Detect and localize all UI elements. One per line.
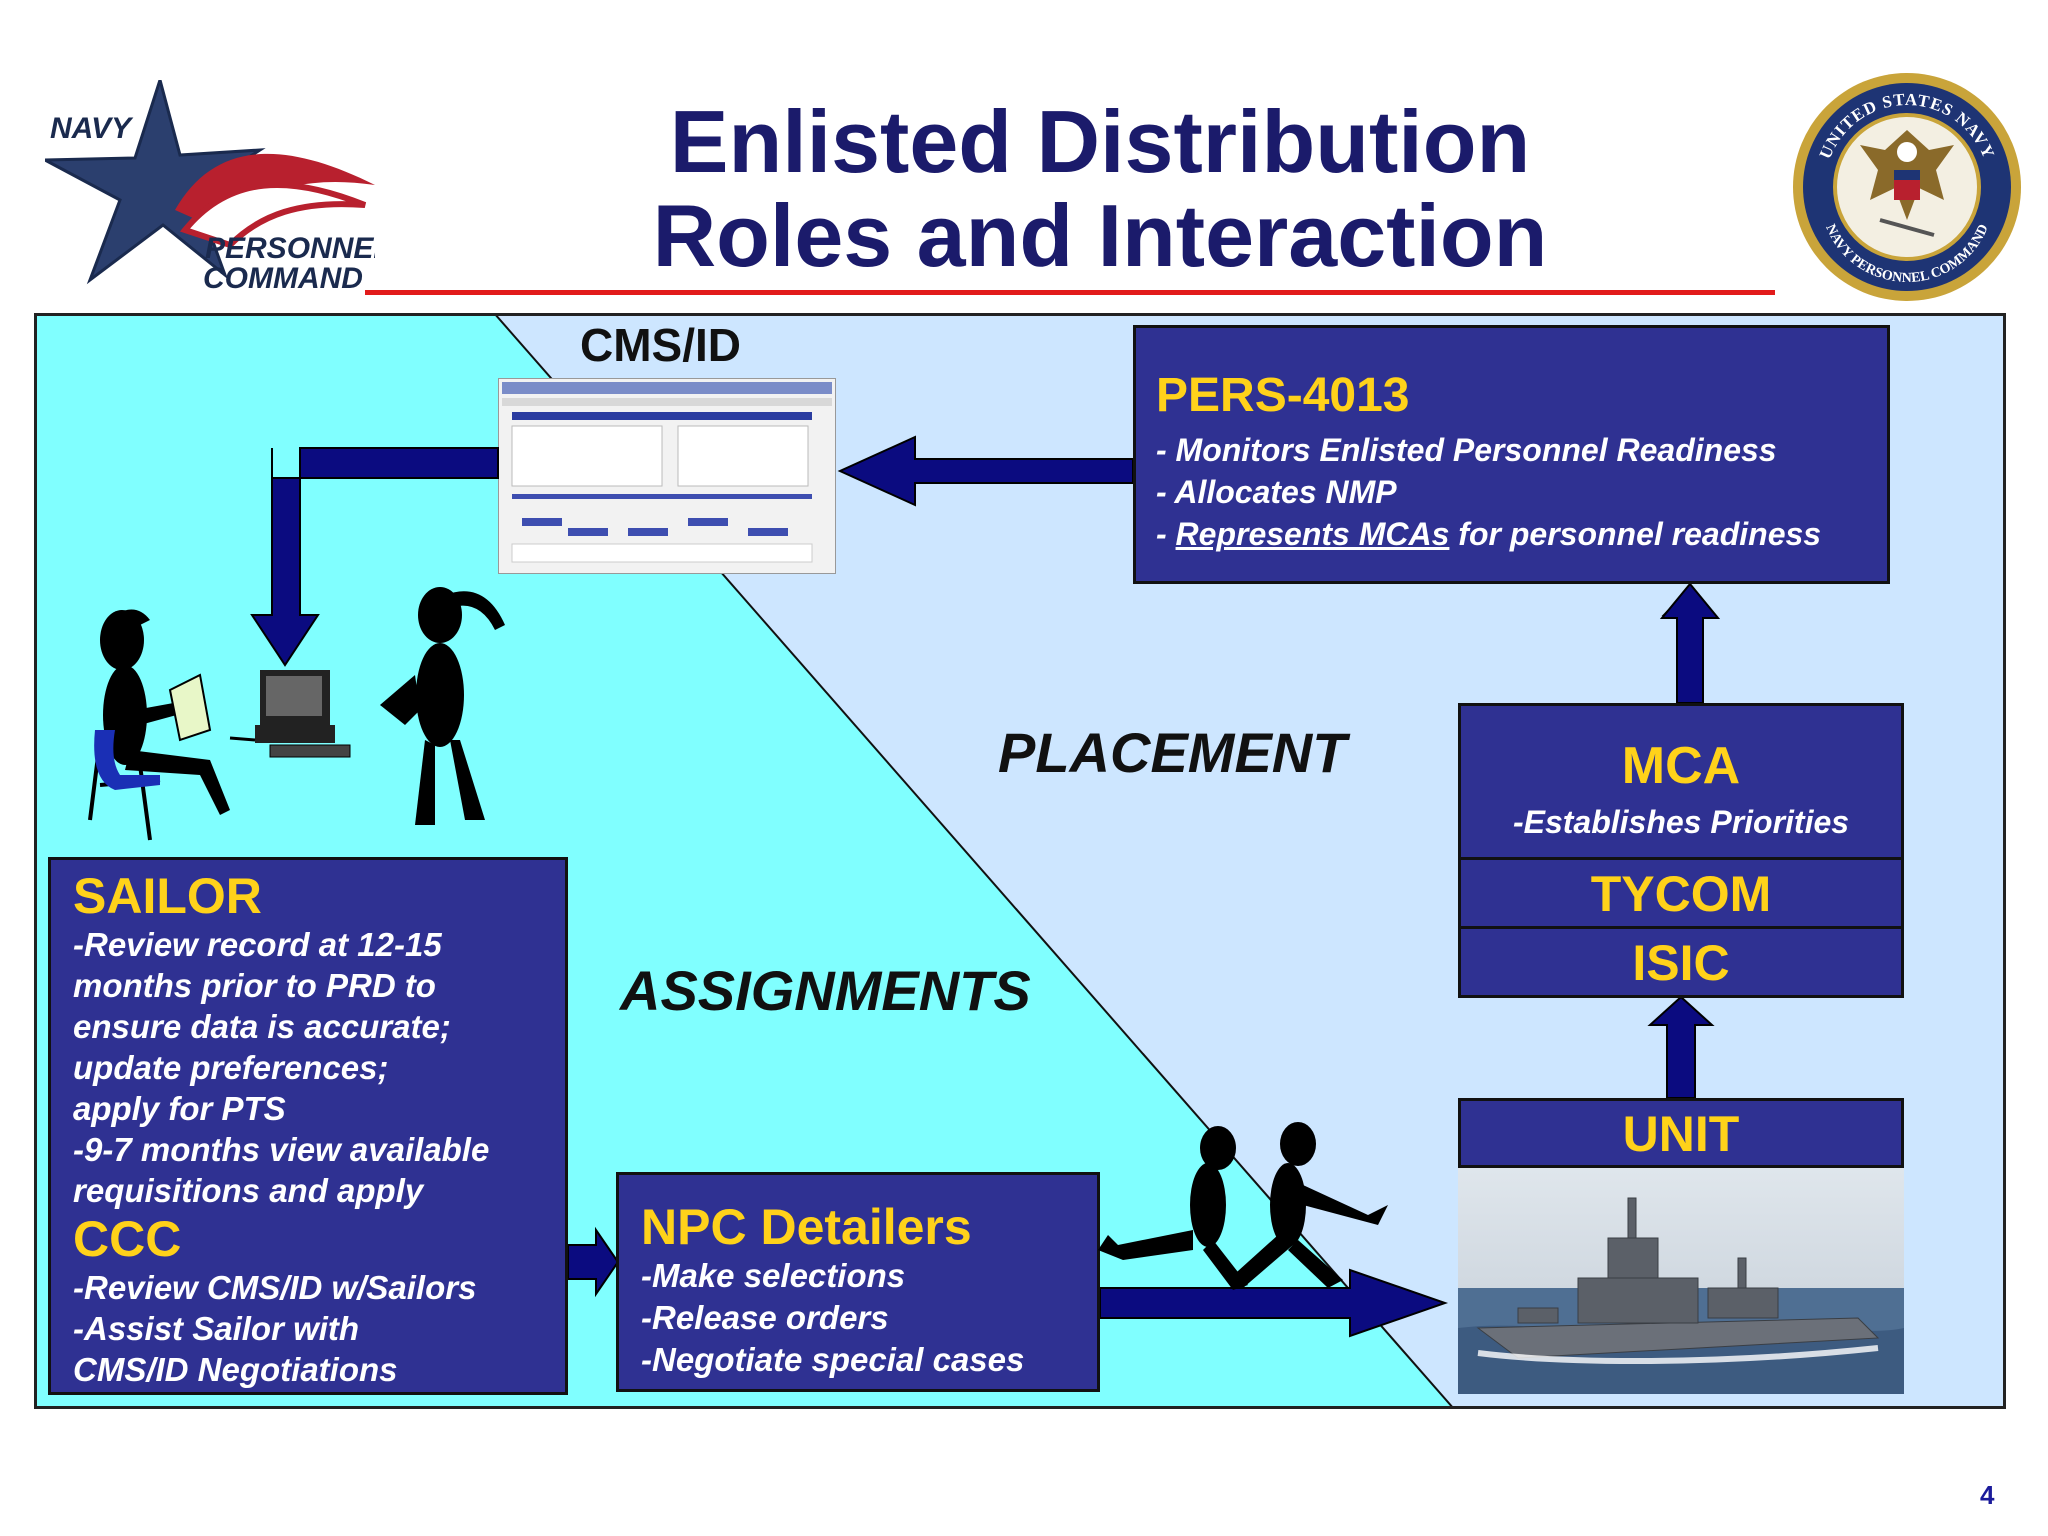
sailor-line: apply for PTS [73, 1090, 286, 1127]
title-line-2: Roles and Interaction [652, 186, 1548, 285]
eagle-icon [1860, 130, 1954, 237]
logo-personnel-text: PERSONNEL [205, 232, 375, 265]
sailor-line: update preferences; [73, 1049, 389, 1086]
pers-4013-heading: PERS-4013 [1156, 369, 1410, 422]
sailor-line: requisitions and apply [73, 1172, 424, 1209]
npc-line: -Negotiate special cases [641, 1341, 1025, 1378]
navy-personnel-command-logo: NAVY PERSONNEL COMMAND [45, 80, 375, 295]
page-number: 4 [1980, 1480, 1995, 1510]
represents-mcas-text: Represents MCAs [1175, 516, 1450, 552]
thinking-person-icon [380, 587, 505, 825]
isic-box: ISIC [1458, 926, 1904, 998]
ccc-line: -Assist Sailor with [73, 1310, 360, 1347]
sailor-line: -Review record at 12-15 [73, 926, 442, 963]
pers-line-3-suffix: for personnel readiness [1449, 516, 1822, 552]
sailor-line: -9-7 months view available [73, 1131, 490, 1168]
npc-line: -Release orders [641, 1299, 889, 1336]
running-people-icon [1098, 1122, 1388, 1290]
assignments-label: ASSIGNMENTS [620, 959, 1031, 1022]
tycom-label: TYCOM [1590, 866, 1772, 922]
tycom-box: TYCOM [1458, 857, 1904, 929]
pers-4013-box: PERS-4013 - Monitors Enlisted Personnel … [1133, 325, 1890, 584]
sailor-line: ensure data is accurate; [73, 1008, 451, 1045]
mca-box: MCA -Establishes Priorities [1458, 703, 1904, 860]
diagram-frame [34, 313, 2006, 1409]
sailor-line: months prior to PRD to [73, 967, 436, 1004]
npc-detailers-box: NPC Detailers -Make selections -Release … [616, 1172, 1100, 1392]
arrow-pers-to-cmsid [837, 435, 1134, 507]
title-line-1: Enlisted Distribution [669, 92, 1531, 191]
ccc-line: CMS/ID Negotiations [73, 1351, 398, 1388]
arrow-sailor-to-npc [567, 1226, 620, 1298]
unit-box: UNIT [1458, 1098, 1904, 1168]
mca-line: -Establishes Priorities [1512, 804, 1850, 840]
cmsid-screenshot [498, 378, 836, 574]
npc-line: -Make selections [641, 1257, 906, 1294]
arrow-unit-to-isic [1647, 995, 1715, 1099]
pers-line-1: - Monitors Enlisted Personnel Readiness [1156, 432, 1777, 468]
unit-label: UNIT [1622, 1106, 1740, 1162]
npc-heading: NPC Detailers [641, 1199, 972, 1255]
page-title: Enlisted Distribution Roles and Interact… [400, 95, 1800, 283]
sailor-at-computer-icon [88, 609, 351, 841]
title-underline [365, 290, 1775, 295]
logo-command-text: COMMAND [203, 262, 363, 295]
warship-icon [1476, 1197, 1880, 1359]
isic-label: ISIC [1632, 935, 1730, 991]
ccc-line: -Review CMS/ID w/Sailors [73, 1269, 477, 1306]
pers-line-3-prefix: - [1156, 516, 1176, 552]
placement-label: PLACEMENT [998, 721, 1347, 784]
computer-icon [229, 670, 351, 758]
pers-line-3: - Represents MCAs for personnel readines… [1156, 513, 1867, 555]
ship-photo [1458, 1168, 1904, 1394]
sailor-heading: SAILOR [73, 868, 262, 924]
sailor-box: SAILOR -Review record at 12-15 months pr… [48, 857, 568, 1395]
arrow-cmsid-to-sailor [250, 447, 499, 667]
ccc-heading: CCC [73, 1211, 182, 1267]
logo-navy-text: NAVY [50, 112, 134, 145]
mca-heading: MCA [1621, 737, 1741, 795]
cmsid-label: CMS/ID [580, 319, 741, 371]
navy-seal: UNITED STATES NAVY NAVY PERSONNEL COMMAN… [1793, 73, 2021, 301]
arrow-npc-to-unit [1099, 1268, 1449, 1338]
pers-line-2: - Allocates NMP [1156, 474, 1397, 510]
